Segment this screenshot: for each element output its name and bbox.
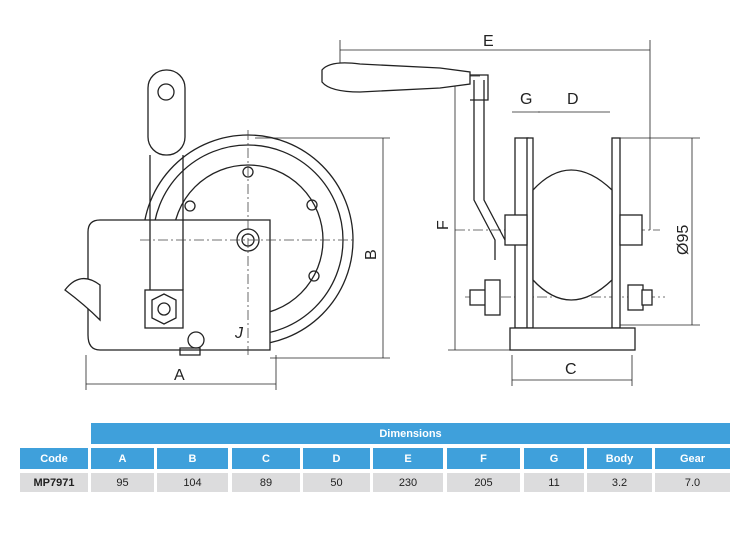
table-cell: 50	[303, 473, 370, 492]
label-e: E	[483, 33, 494, 50]
dimensions-header: Dimensions	[91, 423, 730, 444]
column-header: Gear	[655, 448, 730, 469]
winch-front-view	[321, 62, 653, 351]
column-header: F	[447, 448, 520, 469]
column-header: G	[524, 448, 584, 469]
table-cell: 3.2	[587, 473, 652, 492]
table-cell: 11	[524, 473, 584, 492]
column-header: A	[91, 448, 154, 469]
base-plate	[509, 327, 636, 351]
column-header: B	[157, 448, 228, 469]
winch-body	[87, 219, 271, 351]
crank-handle	[321, 62, 471, 93]
label-f: F	[435, 220, 452, 230]
dimension-lines	[85, 40, 700, 390]
label-c: C	[565, 361, 577, 378]
label-d: D	[567, 91, 579, 108]
table-cell: 205	[447, 473, 520, 492]
svg-text:J: J	[234, 325, 244, 342]
label-diameter: Ø95	[675, 225, 692, 255]
drum	[532, 169, 613, 301]
table-cell: 89	[232, 473, 300, 492]
label-b: B	[363, 249, 380, 260]
winch-side-view: J	[64, 69, 354, 356]
column-header: E	[373, 448, 443, 469]
column-header: C	[232, 448, 300, 469]
column-header: Code	[20, 448, 88, 469]
label-g: G	[520, 91, 532, 108]
pawl-lever	[64, 278, 101, 322]
table-cell: 104	[157, 473, 228, 492]
column-header: Body	[587, 448, 652, 469]
table-cell: 95	[91, 473, 154, 492]
column-header: D	[303, 448, 370, 469]
label-a: A	[174, 367, 185, 384]
winch-technical-drawing: J A B C D E F G Ø95	[64, 33, 700, 390]
table-cell: 230	[373, 473, 443, 492]
table-cell: 7.0	[655, 473, 730, 492]
crank-arm	[147, 69, 186, 156]
table-cell: MP7971	[20, 473, 88, 492]
